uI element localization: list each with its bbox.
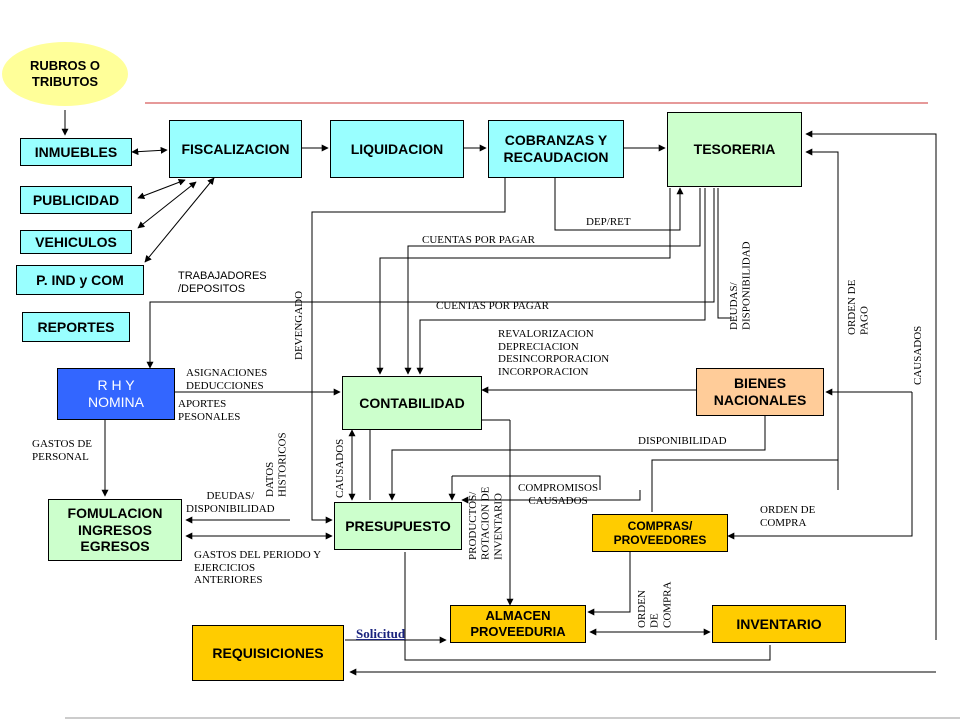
dep-ret-label: DEP/RET <box>586 216 631 228</box>
inventario-box[interactable]: INVENTARIO <box>712 605 846 643</box>
reportes-box[interactable]: REPORTES <box>22 312 130 342</box>
compras-box[interactable]: COMPRAS/ PROVEEDORES <box>592 514 728 552</box>
gastos-periodo-label: GASTOS DEL PERIODO Y EJERCICIOS ANTERIOR… <box>194 549 322 587</box>
devengado-label: DEVENGADO <box>293 290 305 360</box>
orden-de-compra-label: ORDEN DE COMPRA <box>760 504 816 529</box>
cuentas-por-pagar-label-2: CUENTAS POR PAGAR <box>436 300 550 312</box>
presupuesto-box[interactable]: PRESUPUESTO <box>334 502 462 550</box>
almacen-box[interactable]: ALMACEN PROVEEDURIA <box>450 605 586 643</box>
disponibilidad-label: DISPONIBILIDAD <box>638 435 727 447</box>
requisiciones-box[interactable]: REQUISICIONES <box>192 625 344 681</box>
vehiculos-box[interactable]: VEHICULOS <box>20 230 132 254</box>
rubros-node: RUBROS O TRIBUTOS <box>2 42 128 106</box>
orden-de-pago-label: ORDEN DE PAGO <box>846 279 871 335</box>
tesoreria-box[interactable]: TESORERIA <box>667 112 802 187</box>
contabilidad-box[interactable]: CONTABILIDAD <box>342 376 482 430</box>
rh-nomina-box[interactable]: R H Y NOMINA <box>57 368 175 420</box>
datos-historicos-label: DATOS HISTORICOS <box>264 432 289 497</box>
formulacion-box[interactable]: FOMULACION INGRESOS EGRESOS <box>48 499 182 561</box>
inmuebles-box[interactable]: INMUEBLES <box>20 138 132 166</box>
aportes-label: APORTES PESONALES <box>178 398 241 423</box>
gastos-personal-label: GASTOS DE PERSONAL <box>32 438 93 463</box>
trabajadores-label: TRABAJADORES /DEPOSITOS <box>178 270 267 295</box>
causados-mid-label: CAUSADOS <box>334 438 346 498</box>
revalorizacion-label: REVALORIZACION DEPRECIACION DESINCORPORA… <box>498 328 610 378</box>
bienes-box[interactable]: BIENES NACIONALES <box>696 368 824 416</box>
orden-de-compra-vertical-label: ORDEN DE COMPRA <box>636 581 674 628</box>
compromisos-causados-label: COMPROMISOS CAUSADOS <box>518 482 599 507</box>
fiscalizacion-box[interactable]: FISCALIZACION <box>169 120 302 178</box>
liquidacion-box[interactable]: LIQUIDACION <box>330 120 464 178</box>
publicidad-box[interactable]: PUBLICIDAD <box>20 186 132 214</box>
productos-rotacion-label: PRODUCTOS/ ROTACION DE INVENTARIO <box>467 486 505 560</box>
asignaciones-label: ASIGNACIONES DEDUCCIONES <box>186 367 268 392</box>
deudas-disponibilidad-vertical-label: DEUDAS/ DISPONIBILIDAD <box>728 241 753 330</box>
cobranzas-box[interactable]: COBRANZAS Y RECAUDACION <box>488 120 624 178</box>
pind-box[interactable]: P. IND y COM <box>16 265 144 295</box>
causados-right-label: CAUSADOS <box>912 325 924 385</box>
solicitud-label: Solicitud <box>356 626 406 641</box>
cuentas-por-pagar-label-1: CUENTAS POR PAGAR <box>422 234 536 246</box>
deudas-disponibilidad-label: DEUDAS/ DISPONIBILIDAD <box>186 490 275 515</box>
